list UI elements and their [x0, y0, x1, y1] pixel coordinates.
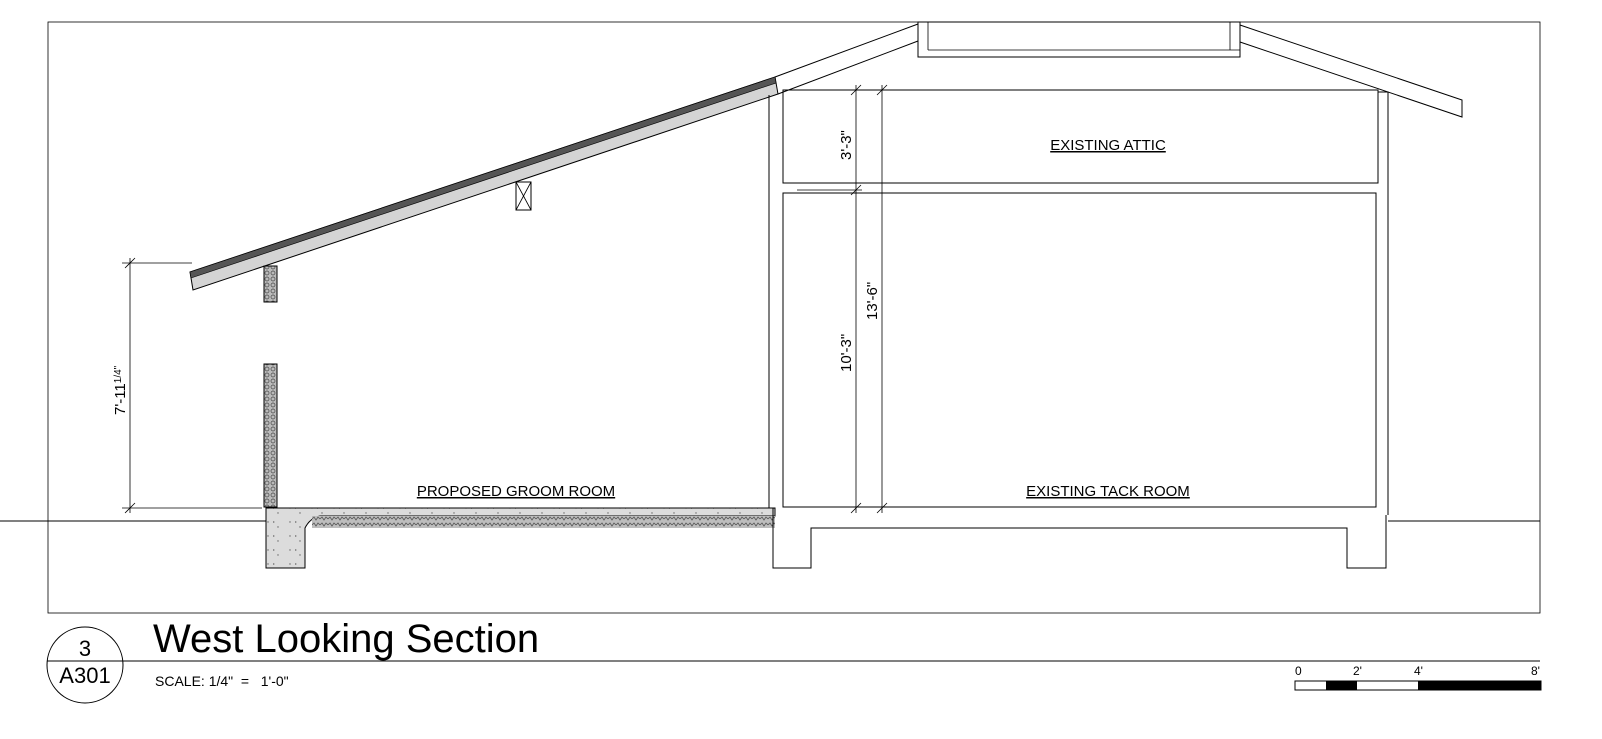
- existing-roof: [774, 21, 1463, 118]
- dim-attic-height: 3'-3": [838, 130, 855, 160]
- dim-total-height: 13'-6": [864, 282, 881, 320]
- sheet-number: A301: [59, 663, 110, 688]
- dimension-left: 7'-111/4": [112, 257, 262, 514]
- left-wall-lower: [263, 363, 278, 508]
- existing-structure: [768, 89, 1389, 569]
- scale-label-0: 0: [1295, 664, 1302, 678]
- room-label-groom-room: PROPOSED GROOM ROOM: [417, 483, 615, 500]
- drawing-frame: [47, 21, 1541, 614]
- dim-tack-room-height: 10'-3": [838, 334, 855, 372]
- proposed-roof: [189, 76, 779, 291]
- scale-label-2: 2': [1353, 664, 1362, 678]
- graphic-scale-bar: 0 2' 4' 8': [1294, 664, 1542, 691]
- detail-number: 3: [79, 636, 91, 661]
- left-wall-upper: [263, 265, 278, 303]
- scale-label-4: 4': [1414, 664, 1423, 678]
- dimension-existing: 3'-3" 10'-3" 13'-6": [797, 84, 890, 514]
- gravel-base: [312, 516, 775, 528]
- drawing-scale: SCALE: 1/4" = 1'-0": [155, 673, 289, 689]
- drawing-title: West Looking Section: [153, 617, 539, 661]
- detail-bubble: [46, 626, 124, 704]
- room-label-tack-room: EXISTING TACK ROOM: [1026, 483, 1190, 500]
- dim-left-wall-height: 7'-111/4": [112, 365, 129, 415]
- room-label-attic: EXISTING ATTIC: [1050, 137, 1166, 154]
- beam: [515, 181, 532, 211]
- scale-label-8: 8': [1531, 664, 1540, 678]
